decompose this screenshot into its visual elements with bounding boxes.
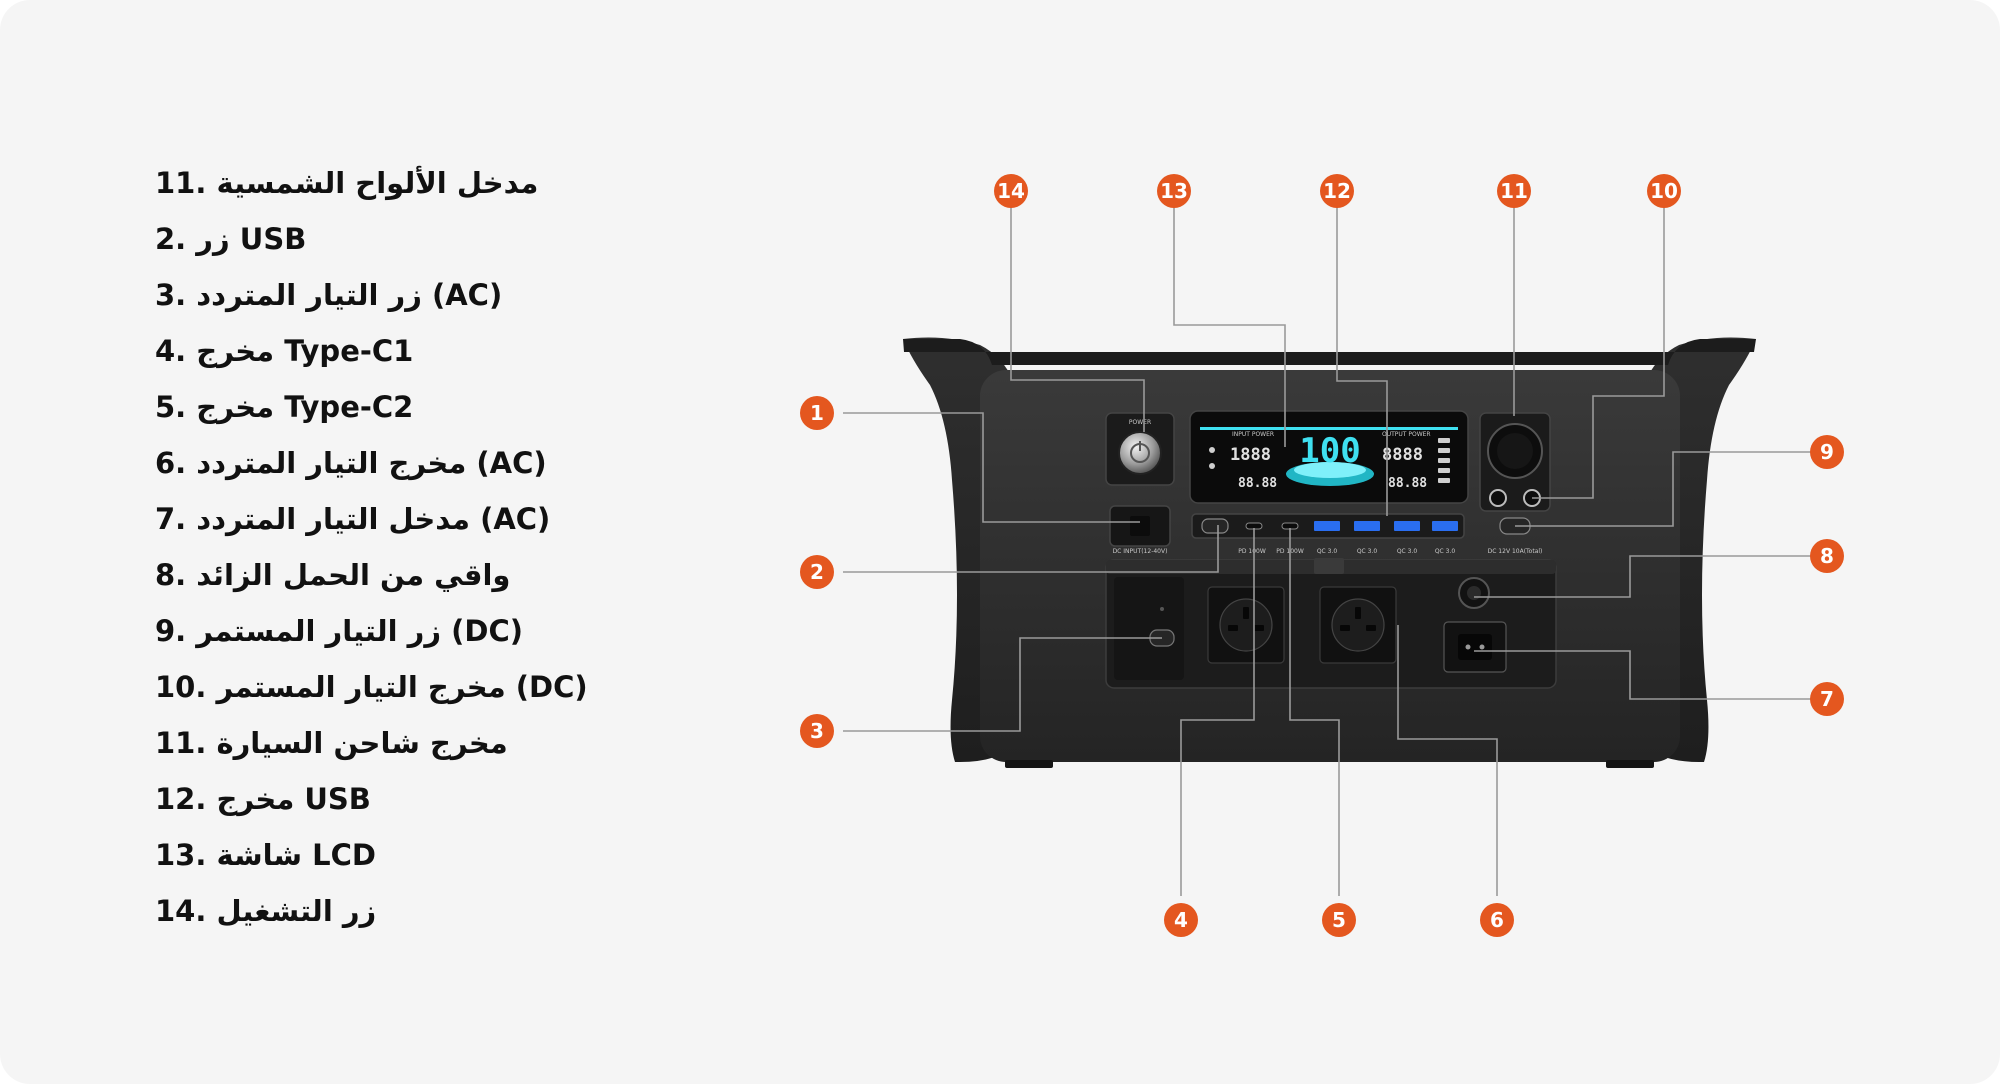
dc-output-port: [1489, 489, 1507, 507]
svg-text:3: 3: [810, 719, 824, 743]
marker-10: 10: [1647, 174, 1681, 208]
legend-item: 9. زر التيار المستمر (DC): [155, 614, 524, 648]
usb-button[interactable]: [1201, 518, 1229, 534]
power-label: POWER: [1129, 419, 1151, 426]
legend-item: 3. زر التيار المتردد (AC): [155, 278, 503, 312]
legend-item: 11. مدخل الألواح الشمسية: [155, 166, 539, 200]
power-button[interactable]: POWER: [1105, 412, 1175, 486]
car-charger-port: [1479, 412, 1551, 512]
svg-text:2: 2: [810, 560, 824, 584]
svg-text:13: 13: [1160, 179, 1188, 203]
marker-2: 2: [800, 555, 834, 589]
legend-item: 5. مخرج Type-C2: [155, 390, 414, 424]
input-watts: 1888: [1230, 445, 1271, 465]
battery-percent: 100: [1299, 431, 1360, 471]
svg-text:14: 14: [997, 179, 1025, 203]
leader-lines: [843, 207, 1813, 896]
svg-text:11: 11: [1500, 179, 1528, 203]
legend-item: 2. زر USB: [155, 222, 307, 256]
marker-4: 4: [1164, 903, 1198, 937]
svg-text:8: 8: [1820, 544, 1834, 568]
usb-a-port: [1394, 521, 1420, 531]
marker-9: 9: [1810, 435, 1844, 469]
input-time: 88.88: [1238, 476, 1277, 491]
svg-text:5: 5: [1332, 908, 1346, 932]
qc-label: QC 3.0: [1317, 548, 1338, 555]
marker-14: 14: [994, 174, 1028, 208]
svg-text:10: 10: [1650, 179, 1678, 203]
legend-item: 14. زر التشغيل: [155, 894, 377, 928]
marker-8: 8: [1810, 539, 1844, 573]
svg-text:12: 12: [1323, 179, 1351, 203]
qc-label: QC 3.0: [1435, 548, 1456, 555]
usb-a-port: [1432, 521, 1458, 531]
legend-item: 11. مخرج شاحن السيارة: [155, 726, 508, 760]
dc-input-port: DC INPUT(12-40V): [1109, 505, 1171, 555]
marker-7: 7: [1810, 682, 1844, 716]
marker-12: 12: [1320, 174, 1354, 208]
marker-3: 3: [800, 714, 834, 748]
feature-legend: 11. مدخل الألواح الشمسية 2. زر USB 3. زر…: [155, 158, 588, 942]
legend-item: 13. شاشة LCD: [155, 838, 376, 872]
output-watts: 8888: [1382, 445, 1423, 465]
marker-5: 5: [1322, 903, 1356, 937]
marker-6: 6: [1480, 903, 1514, 937]
marker-1: 1: [800, 396, 834, 430]
legend-item: 7. مدخل التيار المتردد (AC): [155, 502, 551, 536]
output-power-label: OUTPUT POWER: [1382, 431, 1431, 438]
lcd-screen: INPUT POWER OUTPUT POWER 1888 8888 100 8…: [1189, 410, 1469, 504]
legend-item: 4. مخرج Type-C1: [155, 334, 414, 368]
legend-item: 12. مخرج USB: [155, 782, 371, 816]
usb-port-strip: PD 100W PD 100W QC 3.0 QC 3.0 QC 3.0 QC …: [1191, 513, 1465, 555]
input-power-label: INPUT POWER: [1232, 431, 1274, 438]
legend-item: 10. مخرج التيار المستمر (DC): [155, 670, 588, 704]
output-time: 88.88: [1388, 476, 1427, 491]
usb-a-port: [1314, 521, 1340, 531]
svg-text:7: 7: [1820, 687, 1834, 711]
svg-text:4: 4: [1174, 908, 1188, 932]
marker-13: 13: [1157, 174, 1191, 208]
qc-label: QC 3.0: [1397, 548, 1418, 555]
svg-text:9: 9: [1820, 440, 1834, 464]
dc-input-label: DC INPUT(12-40V): [1113, 548, 1168, 555]
qc-label: QC 3.0: [1357, 548, 1378, 555]
svg-text:1: 1: [810, 401, 824, 425]
ac-bay: [1105, 558, 1557, 689]
pd1-label: PD 100W: [1238, 548, 1266, 555]
usb-a-port: [1354, 521, 1380, 531]
marker-11: 11: [1497, 174, 1531, 208]
legend-item: 8. واقي من الحمل الزائد: [155, 558, 511, 592]
svg-text:6: 6: [1490, 908, 1504, 932]
legend-item: 6. مخرج التيار المتردد (AC): [155, 446, 547, 480]
dc-output-label: DC 12V 10A(Total): [1488, 548, 1543, 555]
